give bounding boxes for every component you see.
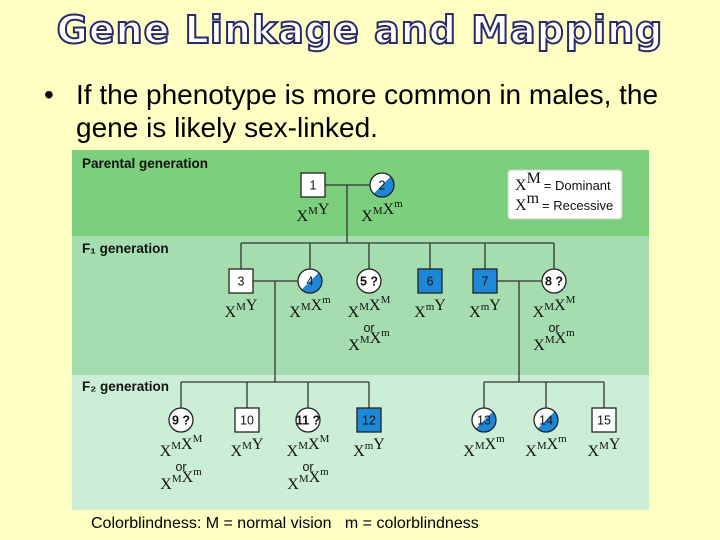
caption: Colorblindness: M = normal vision m = co… — [91, 515, 479, 532]
label-parental-generation: Parental generation — [82, 156, 208, 171]
individual-number-5: 5 ? — [360, 275, 378, 289]
male-symbol-15 — [591, 407, 617, 433]
female-symbol-13 — [471, 407, 497, 433]
individual-number-9: 9 ? — [172, 414, 190, 428]
individual-number-11: 11 ? — [296, 414, 320, 428]
genotype-12: XmY — [353, 436, 385, 460]
female-symbol-9 — [168, 407, 194, 433]
individual-number-15: 15 — [597, 414, 611, 428]
genotype-11: XMXM — [287, 433, 330, 460]
legend-row-recessive: Xm= Recessive — [515, 190, 613, 214]
legend: XM= Dominant Xm= Recessive — [507, 169, 623, 220]
individual-number-7: 7 — [482, 275, 489, 289]
band-f1 — [72, 236, 649, 375]
female-symbol-11 — [295, 407, 321, 433]
male-symbol-3 — [228, 268, 254, 294]
individual-number-3: 3 — [238, 275, 245, 289]
legend-row-dominant: XM= Dominant — [515, 170, 611, 194]
bullet-text: If the phenotype is more common in males… — [76, 79, 659, 143]
alt-genotype-5: XMXm — [348, 327, 390, 354]
male-symbol-12 — [356, 407, 382, 433]
slide-title: Gene Linkage and Mapping — [56, 7, 664, 53]
pedigree-svg: Parental generation F₁ generation F₂ gen… — [72, 150, 649, 510]
genotype-10: XMY — [231, 436, 264, 460]
individual-number-13: 13 — [477, 414, 491, 428]
genotype-5: XMXM — [348, 294, 391, 321]
genotype-6: XmY — [414, 297, 446, 321]
pedigree-chart: Parental generation F₁ generation F₂ gen… — [72, 150, 649, 510]
genotype-9: XMXM — [160, 433, 203, 460]
genotype-3: XMY — [225, 297, 258, 321]
alt-genotype-11: XMXm — [287, 466, 329, 493]
genotype-13: XMXm — [463, 433, 505, 460]
male-symbol-7 — [472, 268, 498, 294]
label-f1-generation: F₁ generation — [82, 241, 169, 256]
genotype-8: XMXM — [533, 294, 576, 321]
male-symbol-6 — [417, 268, 443, 294]
individual-number-12: 12 — [362, 414, 376, 428]
label-f2-generation: F₂ generation — [82, 379, 169, 394]
bullet-dot: • — [44, 79, 54, 110]
female-symbol-4 — [297, 268, 323, 294]
female-symbol-2 — [369, 172, 395, 198]
or-label-9: or — [175, 460, 186, 474]
legend-box — [507, 169, 623, 220]
individual-number-10: 10 — [240, 414, 254, 428]
or-label-11: or — [302, 460, 313, 474]
alt-genotype-8: XMXm — [533, 327, 575, 354]
genotype-14: XMXm — [525, 433, 567, 460]
female-symbol-14 — [533, 407, 559, 433]
individual-number-14: 14 — [539, 414, 553, 428]
band-f2 — [72, 375, 649, 510]
female-symbol-5 — [356, 268, 382, 294]
or-label-5: or — [363, 321, 374, 335]
individual-number-1: 1 — [310, 179, 317, 193]
male-symbol-1 — [300, 172, 326, 198]
or-label-8: or — [548, 321, 559, 335]
individual-number-6: 6 — [427, 275, 434, 289]
genotype-15: XMY — [588, 436, 621, 460]
genotype-7: XmY — [469, 297, 501, 321]
genotype-1: XMY — [297, 201, 330, 225]
individual-number-2: 2 — [379, 179, 386, 193]
bullet-point: • If the phenotype is more common in mal… — [44, 78, 704, 144]
male-symbol-10 — [234, 407, 260, 433]
individual-number-8: 8 ? — [545, 275, 563, 289]
genotype-4: XMXm — [289, 294, 331, 321]
genotype-2: XMXm — [361, 198, 403, 225]
female-symbol-8 — [541, 268, 567, 294]
pedigree-lines — [180, 184, 605, 408]
alt-genotype-9: XMXm — [160, 466, 202, 493]
individual-number-4: 4 — [307, 275, 314, 289]
